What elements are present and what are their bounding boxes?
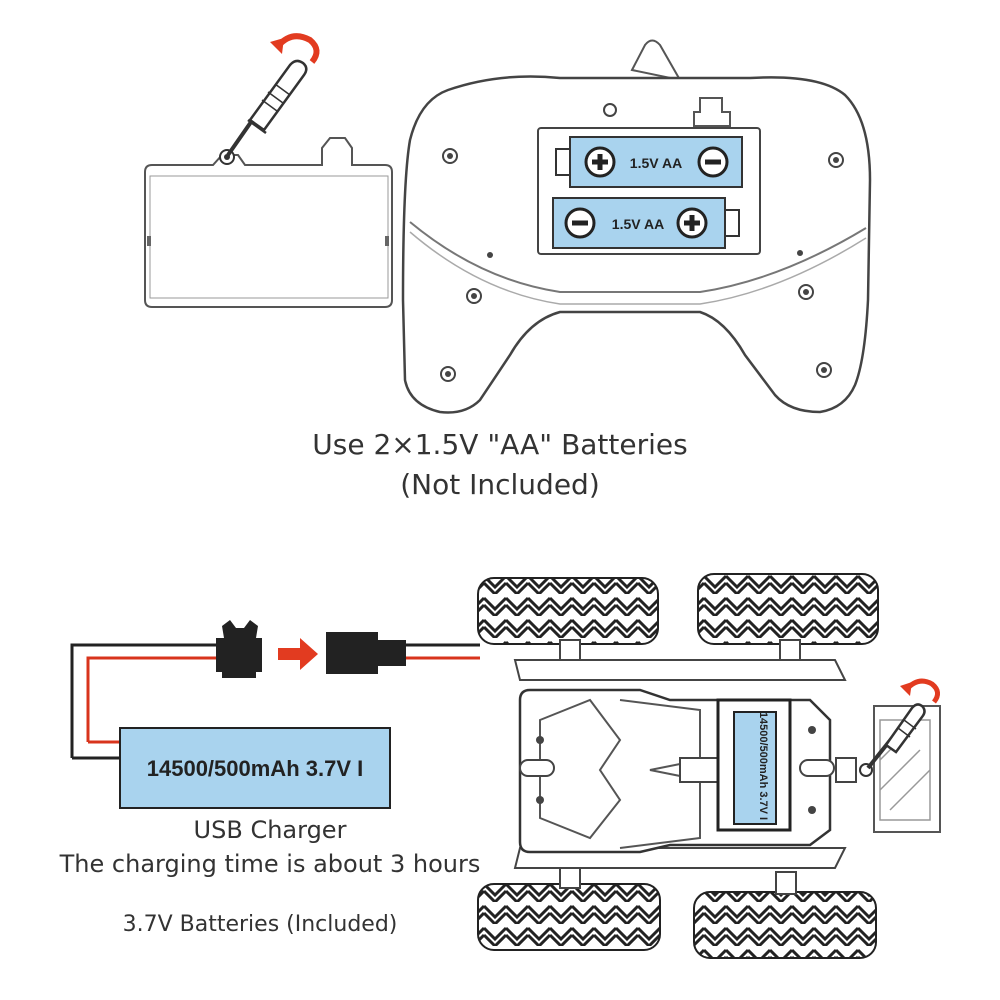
minus-icon: [564, 207, 596, 239]
battery-cover: [144, 137, 393, 308]
car-battery-label: 14500/500mAh 3.7V I: [757, 712, 769, 820]
controller-battery-caption: Use 2×1.5V "AA" Batteries: [312, 428, 688, 461]
car-battery: 14500/500mAh 3.7V I: [733, 711, 777, 825]
aa-battery-top: 1.5V AA: [555, 136, 743, 188]
car-wheels: [477, 573, 879, 959]
rotate-arrow-icon: [270, 33, 320, 64]
battery-pack-label: 14500/500mAh 3.7V I: [147, 756, 363, 781]
usb-charger-caption: USB Charger: [193, 816, 347, 844]
screwdriver-icon: [226, 59, 308, 157]
aa-battery-bottom: 1.5V AA: [552, 197, 740, 249]
connector-arrow-icon: [278, 638, 318, 670]
charging-wires: [70, 643, 480, 760]
not-included-caption: (Not Included): [400, 468, 600, 501]
male-connector: [216, 620, 262, 678]
rotate-arrow-icon: [900, 678, 940, 704]
plus-icon: [584, 146, 616, 178]
female-connector: [326, 632, 406, 674]
charging-time-caption: The charging time is about 3 hours: [59, 850, 481, 878]
car-body: [513, 659, 847, 869]
plus-icon: [676, 207, 708, 239]
screwdriver-icon: [866, 703, 926, 770]
minus-icon: [697, 146, 729, 178]
aa-battery-bottom-label: 1.5V AA: [612, 216, 664, 232]
car-battery-cover: [835, 705, 941, 833]
aa-battery-top-label: 1.5V AA: [630, 155, 682, 171]
included-batteries-caption: 3.7V Batteries (Included): [122, 912, 398, 937]
battery-pack: 14500/500mAh 3.7V I: [119, 727, 391, 809]
